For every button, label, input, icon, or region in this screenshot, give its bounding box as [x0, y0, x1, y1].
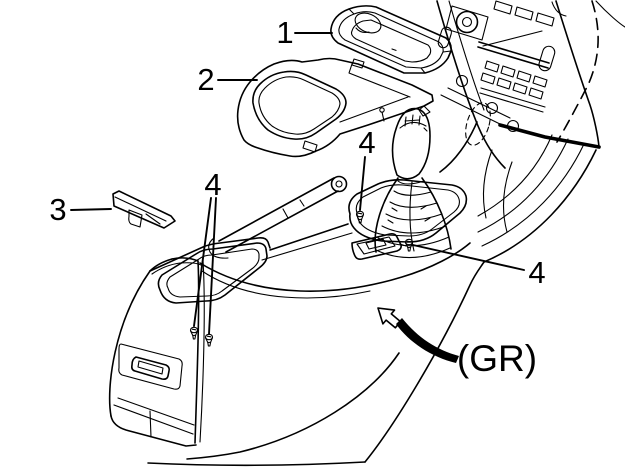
pocket-handle — [131, 356, 170, 380]
parking-brake-lever — [208, 175, 348, 259]
screw-icon — [204, 333, 214, 347]
leader-line-3 — [70, 208, 112, 211]
dash-lower-edge — [498, 123, 601, 149]
shifter-bezel-opening — [348, 179, 468, 243]
dash-clip-icon — [455, 74, 469, 88]
bezel-panel-part — [236, 57, 434, 158]
callout-1-label: 1 — [276, 15, 293, 50]
radio-knob-icon — [455, 10, 479, 34]
leader-line-4-top — [359, 156, 366, 211]
knob-outline — [391, 107, 431, 180]
callout-4-top-label: 4 — [358, 125, 375, 160]
side-trim-curve — [483, 149, 597, 263]
console-side-edge — [199, 242, 471, 292]
leader-line-4-left-b — [208, 197, 217, 335]
cd-slot — [478, 41, 550, 64]
console-body — [108, 134, 597, 467]
dash-clip-icon — [506, 119, 520, 133]
blank-plate-outline — [112, 190, 176, 229]
bezel-outline — [236, 57, 434, 158]
console-bottom-edge — [147, 461, 366, 467]
bin-rim — [149, 237, 271, 272]
leader-line-4-right — [412, 244, 525, 271]
blank-plate-part — [112, 190, 176, 229]
console-rear-edge — [108, 270, 151, 417]
lighter-outline — [465, 102, 491, 146]
callout-4-right-label: 4 — [528, 255, 545, 290]
tray-part — [330, 5, 452, 74]
bezel-opening — [252, 70, 347, 140]
dashboard-center-stack — [436, 0, 625, 173]
shift-pattern-icon — [404, 114, 428, 132]
console-pocket — [118, 343, 183, 390]
switch-recess — [351, 233, 402, 260]
gear-shifter — [348, 107, 468, 259]
leader-line-4-left-a — [193, 197, 212, 327]
radio-unit — [437, 0, 556, 113]
gr-swoosh-arrow-icon — [396, 318, 459, 363]
callout-4-left-label: 4 — [204, 167, 221, 202]
gr-annotation: (GR) — [377, 307, 537, 379]
bin-opening — [157, 242, 268, 304]
blank-plate-tab — [128, 209, 143, 228]
brake-grip-end — [330, 175, 348, 193]
callout-3-label: 3 — [49, 192, 66, 227]
tray-cup-pocket — [354, 12, 382, 34]
gr-label: (GR) — [457, 338, 537, 379]
screw-icon — [404, 238, 414, 252]
callout-2-label: 2 — [197, 62, 214, 97]
dash-cutline — [556, 0, 599, 143]
dash-clip-icon — [485, 101, 499, 115]
gear-shift-knob — [391, 107, 431, 180]
callouts: 1 2 3 4 4 4 — [49, 15, 546, 335]
screw-icon — [189, 326, 199, 340]
